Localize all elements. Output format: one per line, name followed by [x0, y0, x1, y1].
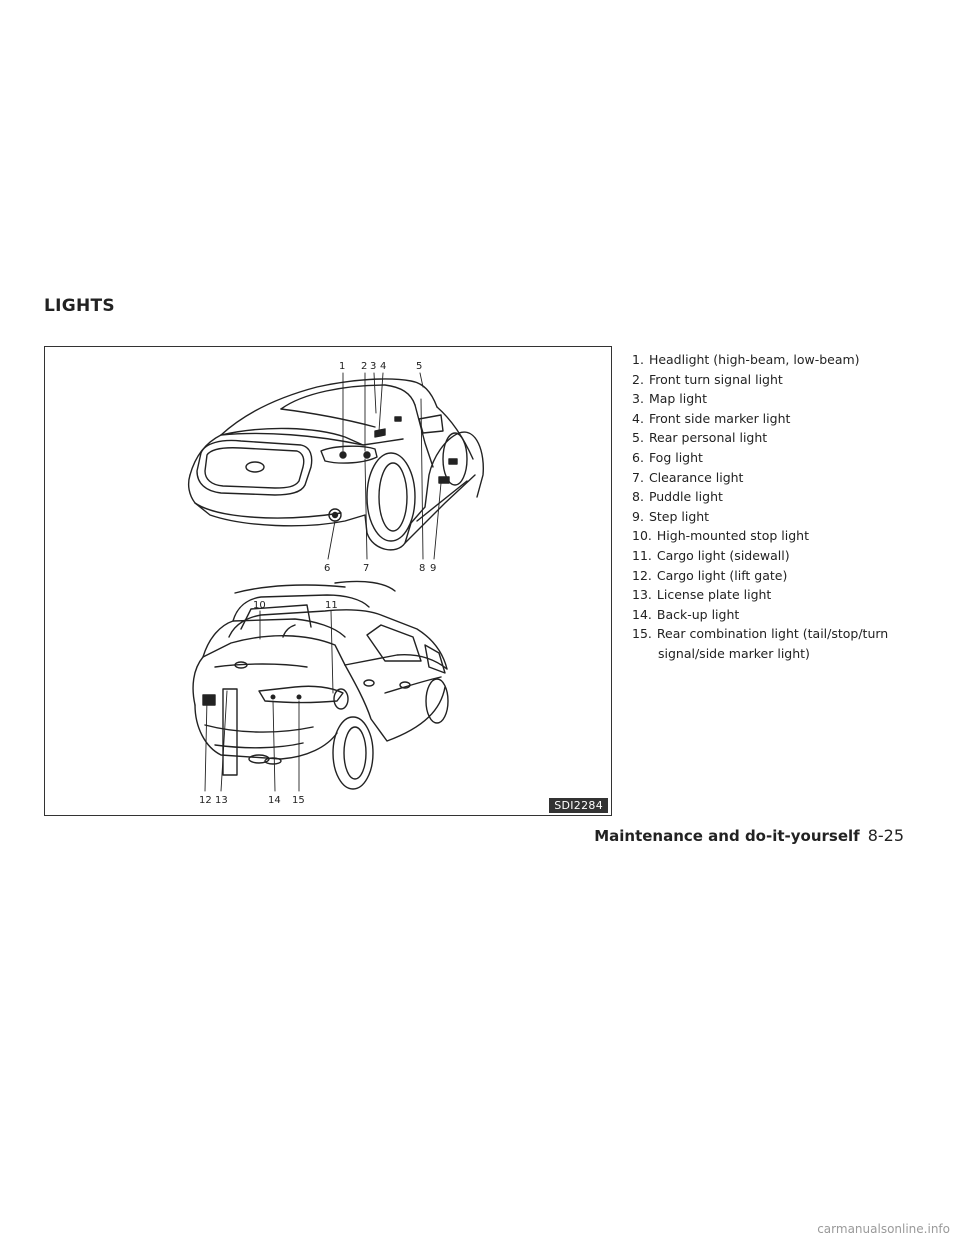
legend-item: 6.Fog light — [632, 448, 922, 468]
callout-13: 13 — [215, 795, 228, 806]
figure-code: SDI2284 — [549, 798, 608, 813]
callout-3: 3 — [370, 361, 376, 372]
legend-number: 10. — [632, 528, 652, 544]
legend-text: Cargo light (sidewall) — [656, 547, 790, 563]
watermark: carmanualsonline.info — [817, 1222, 950, 1236]
legend-number: 4. — [632, 410, 644, 426]
rear-vehicle-drawing — [192, 580, 449, 790]
legend-number: 6. — [632, 449, 644, 465]
vehicle-lights-diagram: 1 2 3 4 5 6 7 8 9 10 11 12 13 14 15 — [187, 361, 484, 806]
legend-text: Clearance light — [648, 469, 744, 485]
legend-number: 14. — [632, 606, 652, 622]
legend-item: 10.High-mounted stop light — [632, 526, 922, 546]
legend-item: 7.Clearance light — [632, 468, 922, 488]
legend-text: Fog light — [648, 449, 703, 465]
legend-text: Step light — [648, 508, 710, 524]
callout-1: 1 — [339, 361, 345, 372]
legend-text: High-mounted stop light — [656, 528, 809, 544]
legend-number: 13. — [632, 587, 652, 603]
legend-number: 3. — [632, 391, 644, 407]
legend-number: 11. — [632, 547, 652, 563]
legend-number: 8. — [632, 489, 644, 505]
legend-text-continuation: signal/side marker light) — [658, 645, 810, 661]
callout-8: 8 — [419, 563, 425, 574]
section-title: LIGHTS — [44, 296, 115, 316]
callout-5: 5 — [416, 361, 422, 372]
callout-14: 14 — [268, 795, 281, 806]
legend-text: License plate light — [656, 587, 772, 603]
legend-item: 12.Cargo light (lift gate) — [632, 566, 922, 586]
lights-diagram-figure: 1 2 3 4 5 6 7 8 9 10 11 12 13 14 15 SDI2… — [44, 346, 612, 816]
legend-item: 3.Map light — [632, 389, 922, 409]
callout-6: 6 — [324, 563, 330, 574]
legend-number: 2. — [632, 371, 644, 387]
legend-number: 12. — [632, 567, 652, 583]
legend-text: Headlight (high-beam, low-beam) — [648, 352, 860, 367]
legend-text: Rear combination light (tail/stop/turn — [656, 626, 889, 642]
page-number: 8-25 — [867, 826, 904, 845]
legend-text: Front turn signal light — [648, 371, 783, 387]
callout-2: 2 — [361, 361, 367, 372]
legend-number: 7. — [632, 469, 644, 485]
legend-item: 13.License plate light — [632, 585, 922, 605]
legend-number: 5. — [632, 430, 644, 446]
legend-item: 2.Front turn signal light — [632, 370, 922, 390]
callout-7: 7 — [363, 563, 369, 574]
callout-11: 11 — [325, 600, 338, 611]
callout-4: 4 — [380, 361, 386, 372]
callout-10: 10 — [253, 600, 266, 611]
front-vehicle-drawing — [187, 378, 484, 551]
page-footer: Maintenance and do-it-yourself 8-25 — [594, 826, 904, 845]
callout-12: 12 — [199, 795, 212, 806]
legend-item: 11.Cargo light (sidewall) — [632, 546, 922, 566]
rear-leader-lines — [204, 610, 334, 792]
legend-text: Cargo light (lift gate) — [656, 567, 788, 583]
legend-item: 1. Headlight (high-beam, low-beam) — [632, 350, 922, 370]
legend-item: 9.Step light — [632, 507, 922, 527]
callout-labels: 1 2 3 4 5 6 7 8 9 10 11 12 13 14 15 — [199, 361, 436, 806]
legend-number: 9. — [632, 508, 644, 524]
legend-item: 14.Back-up light — [632, 605, 922, 625]
legend-text: Back-up light — [656, 606, 740, 622]
legend-text: Puddle light — [648, 489, 723, 505]
front-leader-lines — [327, 372, 442, 560]
callout-15: 15 — [292, 795, 305, 806]
lights-legend-list: 1.Headlight (high-beam, low-beam) 2.Fron… — [632, 350, 922, 664]
legend-item: 15.Rear combination light (tail/stop/tur… — [632, 624, 922, 663]
chapter-title: Maintenance and do-it-yourself — [594, 827, 860, 845]
legend-number: 1. — [632, 352, 644, 367]
legend-text: Front side marker light — [648, 410, 791, 426]
legend-item: 8.Puddle light — [632, 487, 922, 507]
callout-9: 9 — [430, 563, 436, 574]
legend-item: 5.Rear personal light — [632, 428, 922, 448]
legend-text: Map light — [648, 391, 707, 407]
legend-item: 4.Front side marker light — [632, 409, 922, 429]
legend-number: 15. — [632, 626, 652, 642]
legend-text: Rear personal light — [648, 430, 768, 446]
